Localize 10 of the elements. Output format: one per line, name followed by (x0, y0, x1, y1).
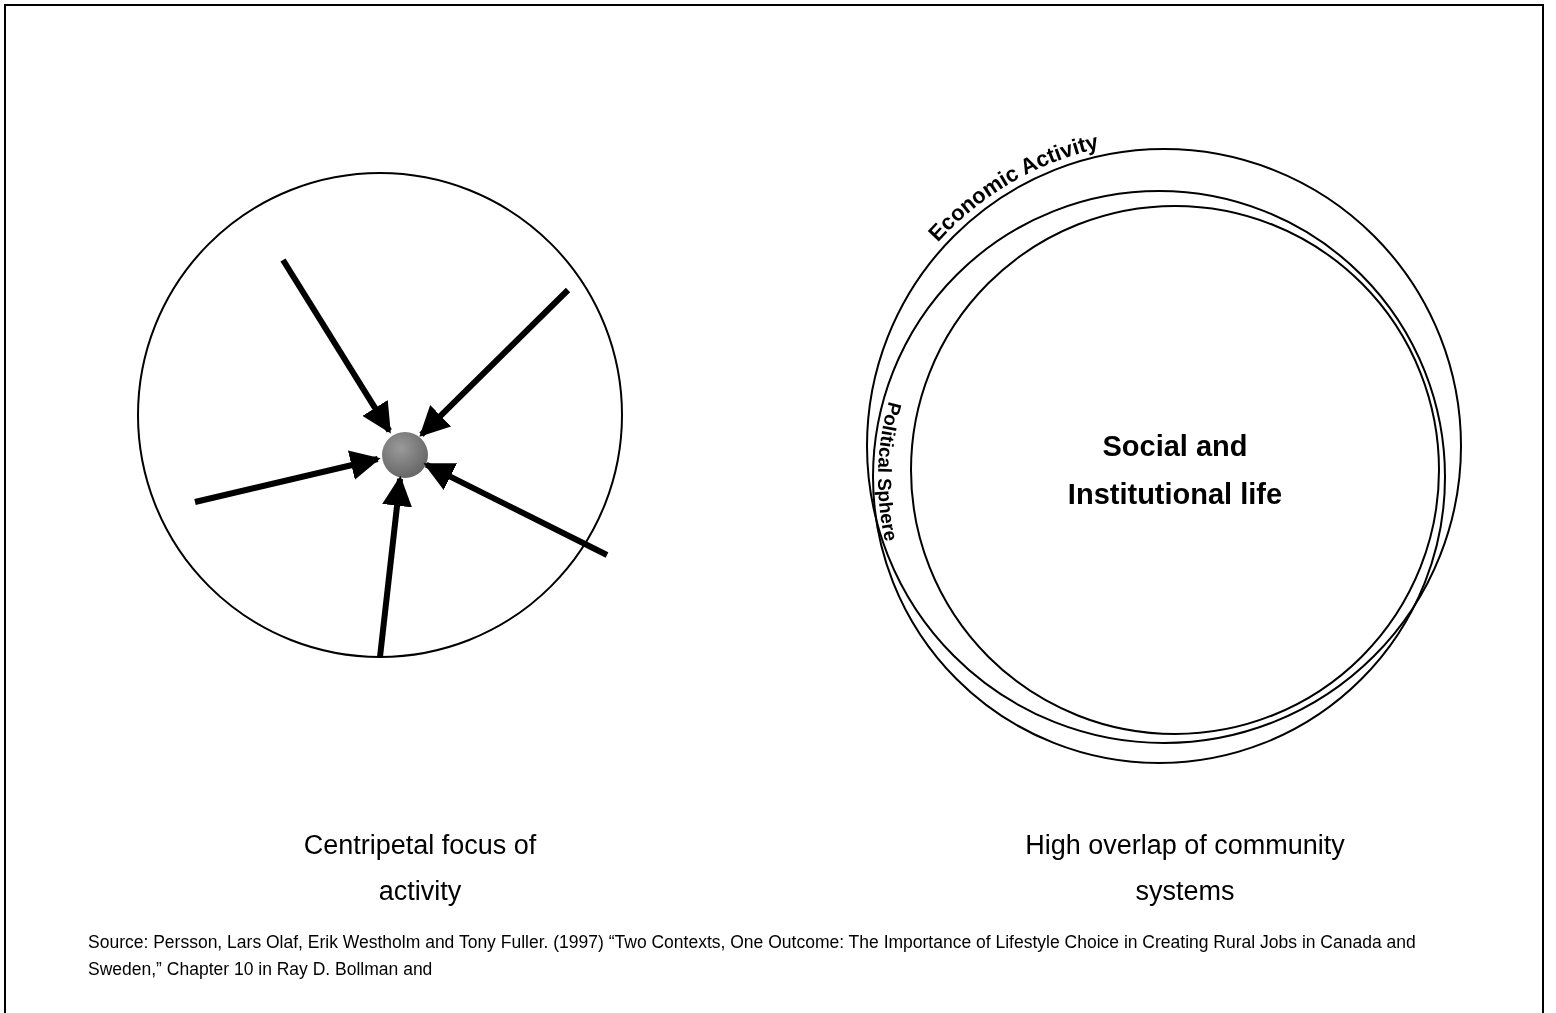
circle-outline (137, 172, 623, 658)
arrow (377, 475, 412, 658)
arrow (423, 461, 609, 558)
diagram-caption: High overlap of community systems (1024, 829, 1346, 908)
arrow (419, 287, 571, 437)
arrow (280, 258, 392, 434)
arrow (194, 450, 381, 505)
diagram-caption: Centripetal focus of activity (302, 829, 538, 908)
source-citation: Source: Persson, Lars Olaf, Erik Westholm and Tony Fuller. (1997) “Two Contexts, One Outcome: The Importance of Lifestyle Choice in Creating Rural Jobs in Canada and Sweden,” Chapter 10 in Ray D. Bollman and (88, 931, 1417, 981)
circle-label: Social and Institutional life (1066, 429, 1284, 512)
